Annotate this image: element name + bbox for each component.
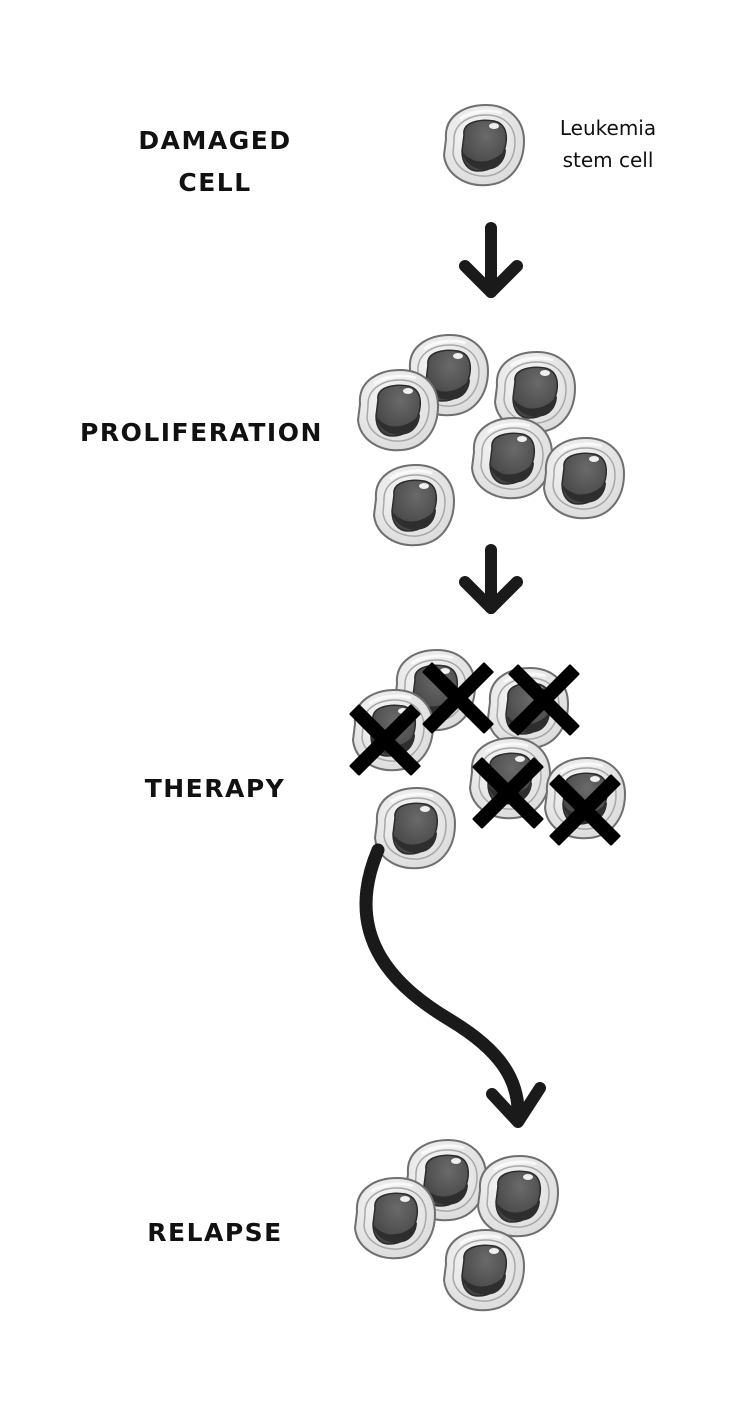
therapy-cell-cluster bbox=[349, 648, 627, 870]
stage-label-proliferation: PROLIFERATION bbox=[80, 418, 323, 447]
relapse-cell bbox=[353, 1176, 437, 1260]
surviving-stem-cell bbox=[373, 786, 457, 870]
proliferation-cell bbox=[542, 436, 626, 520]
arrow-down-1 bbox=[465, 222, 517, 298]
stage-label-damaged-cell: DAMAGED CELL bbox=[120, 120, 310, 204]
proliferation-cell bbox=[356, 368, 440, 452]
stem-cell-label-line1: Leukemia bbox=[559, 116, 657, 140]
killed-cell bbox=[543, 756, 627, 840]
stage-label-damaged-line2: CELL bbox=[178, 168, 252, 197]
leukemia-stem-cell bbox=[442, 103, 526, 187]
curved-arrow-relapse bbox=[359, 843, 546, 1128]
proliferation-cell bbox=[372, 463, 456, 547]
proliferation-cell-cluster bbox=[356, 333, 626, 547]
relapse-cell bbox=[476, 1154, 560, 1238]
relapse-cell-cluster bbox=[353, 1138, 560, 1312]
stage-label-therapy: THERAPY bbox=[144, 774, 286, 803]
stem-cell-label-line2: stem cell bbox=[562, 148, 654, 172]
leukemia-stem-cell-label: Leukemia stem cell bbox=[540, 112, 676, 176]
stage-label-damaged-line1: DAMAGED bbox=[138, 126, 292, 155]
stage-label-relapse: RELAPSE bbox=[147, 1218, 283, 1247]
relapse-cell bbox=[442, 1228, 526, 1312]
killed-cell bbox=[468, 736, 552, 820]
proliferation-cell bbox=[470, 416, 554, 500]
arrow-down-2 bbox=[465, 544, 517, 614]
